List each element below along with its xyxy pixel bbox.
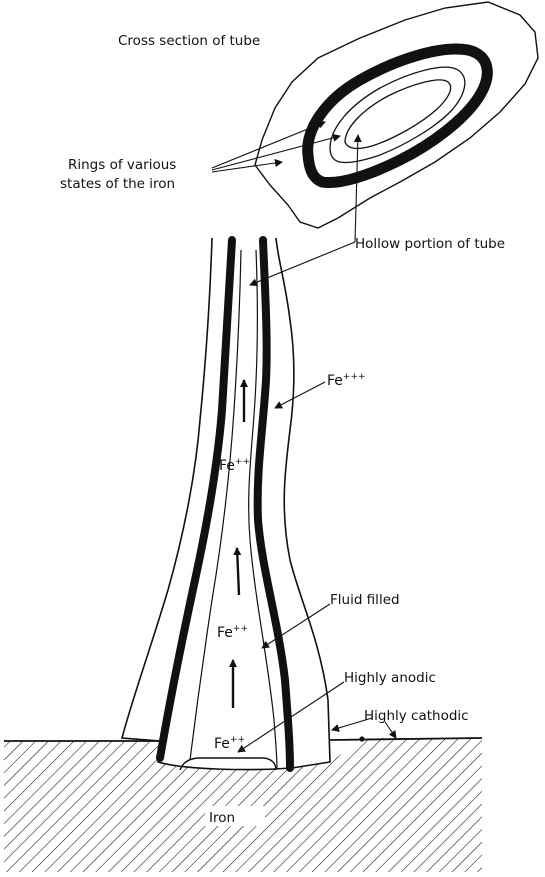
label-fe3-ion: Fe+++ [327, 372, 366, 389]
label-highly-anodic: Highly anodic [344, 670, 436, 686]
tube [122, 238, 330, 770]
leader-cathodic-2 [385, 722, 396, 738]
label-cross-section: Cross section of tube [118, 33, 260, 49]
cathodic-point [359, 736, 364, 741]
label-fluid-filled: Fluid filled [330, 592, 400, 608]
label-hollow: Hollow portion of tube [355, 236, 505, 252]
label-rings-line1: Rings of various [68, 157, 176, 173]
label-iron: Iron [209, 810, 235, 826]
cross-section [255, 2, 538, 228]
label-highly-cathodic: Highly cathodic [364, 708, 469, 724]
label-rings-line2: states of the iron [60, 176, 175, 192]
